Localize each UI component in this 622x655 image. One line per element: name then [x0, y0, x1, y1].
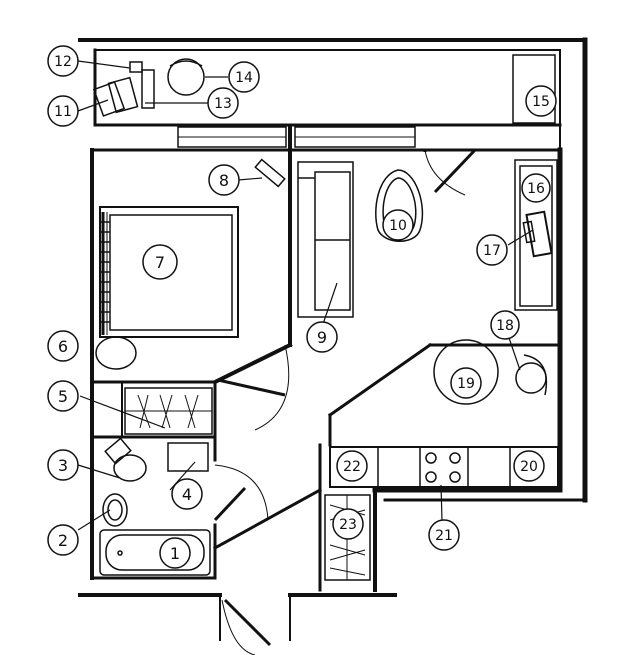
- tv-stand: [514, 159, 558, 311]
- kitchen-counter: [329, 446, 559, 488]
- washing-machine: [167, 442, 209, 472]
- callout-7: 7: [142, 244, 178, 280]
- svg-text:11: 11: [54, 104, 72, 120]
- callout-23: 23: [332, 508, 364, 540]
- stove-burners: [425, 452, 461, 483]
- svg-text:9: 9: [317, 328, 327, 347]
- callout-15: 15: [525, 85, 557, 117]
- dining-table: [433, 339, 499, 405]
- callout-20: 20: [513, 450, 545, 482]
- svg-text:6: 6: [58, 337, 68, 356]
- balcony-cabinet: [512, 54, 556, 124]
- svg-text:7: 7: [155, 253, 165, 272]
- callout-10: 10: [382, 209, 414, 241]
- svg-text:1: 1: [170, 544, 180, 563]
- washbasin: [102, 493, 128, 527]
- balcony-table: [167, 58, 205, 96]
- svg-text:20: 20: [520, 459, 538, 475]
- svg-text:17: 17: [483, 243, 501, 259]
- walls: [78, 37, 588, 641]
- balcony-chair: [92, 76, 139, 117]
- callout-14: 14: [228, 61, 260, 93]
- double-bed: [99, 206, 239, 338]
- svg-text:2: 2: [58, 531, 68, 550]
- callout-22: 22: [336, 450, 368, 482]
- balcony-box: [129, 61, 155, 109]
- svg-text:15: 15: [532, 94, 550, 110]
- callout-1: 1: [159, 537, 191, 569]
- callout-19: 19: [450, 367, 482, 399]
- callout-18: 18: [490, 310, 520, 340]
- dining-chair: [515, 354, 548, 396]
- callout-16: 16: [521, 173, 551, 203]
- tv: [522, 210, 553, 258]
- svg-text:12: 12: [54, 54, 72, 70]
- bedroom-pouf: [95, 336, 137, 370]
- svg-text:18: 18: [496, 318, 514, 334]
- callout-12: 12: [47, 45, 79, 77]
- doors: [213, 148, 477, 655]
- svg-text:8: 8: [219, 171, 229, 190]
- svg-text:23: 23: [339, 517, 357, 533]
- svg-text:14: 14: [235, 70, 253, 86]
- sofa: [297, 161, 354, 318]
- callout-13: 13: [207, 87, 239, 119]
- svg-text:13: 13: [214, 96, 232, 112]
- svg-text:10: 10: [389, 218, 407, 234]
- svg-text:5: 5: [58, 387, 68, 406]
- callout-17: 17: [476, 234, 508, 266]
- callout-11: 11: [47, 95, 79, 127]
- svg-text:4: 4: [182, 485, 192, 504]
- callout-5: 5: [47, 380, 79, 412]
- leader-lines: [77, 60, 534, 531]
- svg-text:16: 16: [527, 181, 545, 197]
- callout-6: 6: [47, 330, 79, 362]
- windows: [177, 125, 416, 150]
- bathtub: [99, 529, 211, 576]
- callouts: 1 2 3 4 5 6 7 8 9 10 11 12 13 14 15 16 1…: [47, 45, 557, 569]
- callout-4: 4: [171, 478, 203, 510]
- bedroom-lamp: [254, 158, 286, 188]
- wardrobe: [124, 387, 213, 435]
- callout-8: 8: [208, 164, 240, 196]
- toilet: [104, 437, 147, 482]
- svg-text:22: 22: [343, 459, 361, 475]
- callout-2: 2: [47, 524, 79, 556]
- callout-21: 21: [428, 519, 460, 551]
- callout-9: 9: [306, 321, 338, 353]
- callout-3: 3: [47, 449, 79, 481]
- svg-text:3: 3: [58, 456, 68, 475]
- svg-text:19: 19: [457, 376, 475, 392]
- svg-text:21: 21: [435, 528, 453, 544]
- furniture: [92, 54, 559, 581]
